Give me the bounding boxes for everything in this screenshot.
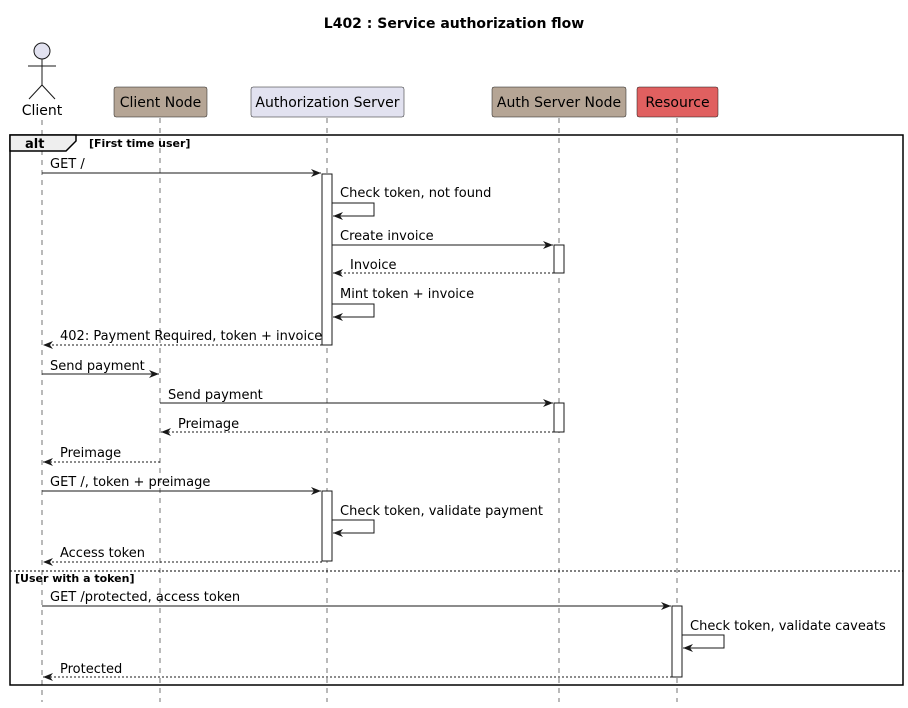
- activations: [321, 173, 683, 678]
- message-label: Invoice: [350, 258, 396, 273]
- message-label: Mint token + invoice: [340, 287, 474, 302]
- message-label: Send payment: [50, 359, 145, 374]
- message-payment-required: 402: Payment Required, token + invoice: [43, 329, 322, 349]
- alt-keyword: alt: [25, 137, 44, 152]
- participant-box: [491, 86, 627, 118]
- message-arrow: [332, 202, 375, 220]
- alt-keyword-tab: [9, 134, 77, 152]
- activation-bar: [553, 402, 565, 433]
- message-label: Access token: [60, 546, 145, 561]
- message-label: GET /: [50, 157, 85, 172]
- activation-bar: [321, 490, 333, 562]
- message-label: GET /, token + preimage: [50, 475, 210, 490]
- message-access-token: Access token: [43, 546, 322, 566]
- participant-client-node: Client Node: [113, 86, 208, 118]
- diagram-title: L402 : Service authorization flow: [324, 16, 585, 32]
- message-arrow: [332, 303, 375, 321]
- activation-bar: [553, 244, 565, 274]
- message-check-token-not-found: Check token, not found: [332, 186, 491, 220]
- message-arrow: [332, 519, 375, 537]
- alt-guard-first-time: [First time user]: [89, 137, 190, 150]
- participant-authorization-server: Authorization Server: [250, 86, 405, 118]
- activation-bar: [321, 173, 333, 346]
- message-label: Check token, validate caveats: [690, 619, 886, 634]
- message-label: Protected: [60, 662, 122, 677]
- actor-icon: [28, 42, 56, 100]
- message-label: Send payment: [168, 388, 263, 403]
- message-get-protected: GET /protected, access token: [42, 590, 671, 610]
- participant-label: Authorization Server: [255, 95, 399, 111]
- participant-label: Client Node: [120, 95, 202, 111]
- message-label: Check token, not found: [340, 186, 491, 201]
- message-get-root: GET /: [42, 157, 321, 177]
- participant-box: [250, 86, 405, 118]
- participant-resource: Resource: [636, 86, 719, 118]
- message-label: Preimage: [178, 417, 239, 432]
- message-label: Check token, validate payment: [340, 504, 543, 519]
- participant-label: Client: [22, 103, 63, 119]
- alt-fragment: alt [First time user] [User with a token…: [9, 134, 904, 686]
- alt-guard-with-token: [User with a token]: [15, 572, 134, 585]
- message-create-invoice: Create invoice: [332, 229, 553, 249]
- message-arrow: [682, 634, 725, 652]
- messages: GET / Check token, not found Create invo…: [42, 157, 886, 681]
- message-send-payment-client: Send payment: [42, 359, 159, 378]
- participant-box: [636, 86, 719, 118]
- alt-frame: [9, 134, 904, 686]
- message-send-payment-node: Send payment: [160, 388, 553, 407]
- activation-bar: [671, 605, 683, 678]
- message-validate-caveats: Check token, validate caveats: [682, 619, 886, 652]
- participant-label: Resource: [645, 95, 709, 111]
- participant-box: [113, 86, 208, 118]
- message-preimage-client: Preimage: [43, 446, 160, 466]
- message-protected: Protected: [43, 662, 672, 681]
- message-validate-payment: Check token, validate payment: [332, 504, 543, 537]
- message-label: 402: Payment Required, token + invoice: [60, 329, 322, 344]
- participant-label: Auth Server Node: [497, 95, 621, 111]
- message-mint-token: Mint token + invoice: [332, 287, 474, 321]
- message-label: GET /protected, access token: [50, 590, 240, 605]
- message-label: Preimage: [60, 446, 121, 461]
- participant-auth-server-node: Auth Server Node: [491, 86, 627, 118]
- message-get-with-preimage: GET /, token + preimage: [42, 475, 321, 495]
- lifelines: [41, 118, 678, 702]
- message-label: Create invoice: [340, 229, 434, 244]
- message-preimage-node: Preimage: [161, 417, 554, 436]
- participant-client: Client: [22, 42, 63, 119]
- message-invoice: Invoice: [333, 258, 554, 277]
